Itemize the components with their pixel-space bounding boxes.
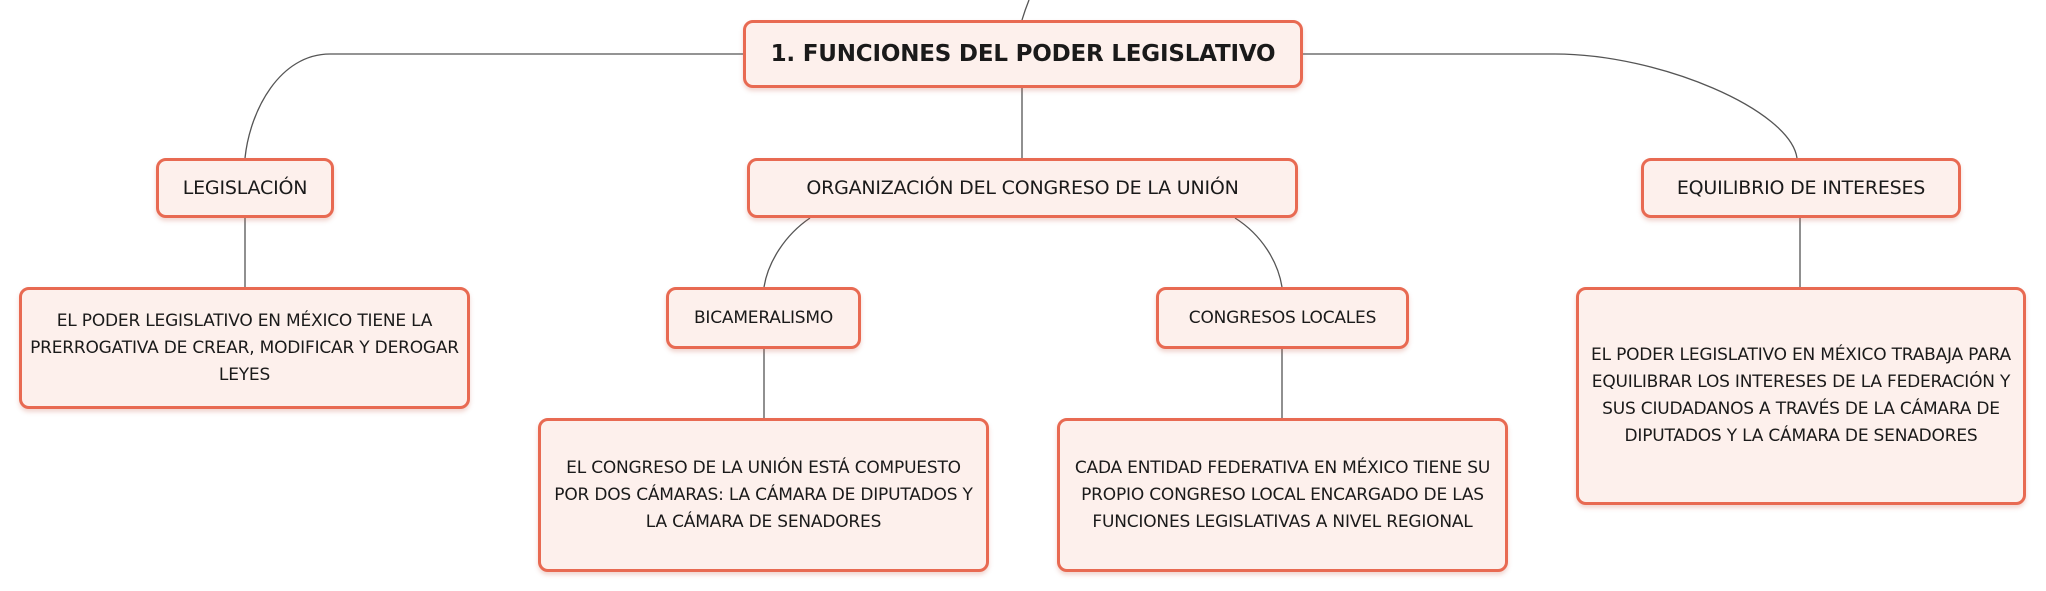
subtopic-node-bicameralismo[interactable]: BICAMERALISMO (666, 287, 861, 349)
connector-organizacion-congresos (1234, 217, 1283, 288)
connector-root-parent (1021, 0, 1030, 21)
subtopic-node-congresos-locales[interactable]: CONGRESOS LOCALES (1156, 287, 1409, 349)
topic-node-legislacion[interactable]: LEGISLACIÓN (156, 158, 334, 218)
connector-root-equilibrio (1303, 53, 1798, 159)
description-node-congresos-locales[interactable]: CADA ENTIDAD FEDERATIVA EN MÉXICO TIENE … (1057, 418, 1508, 572)
connector-root-legislacion (244, 53, 743, 159)
topic-node-equilibrio[interactable]: EQUILIBRIO DE INTERESES (1641, 158, 1961, 218)
description-text-bicameralismo: EL CONGRESO DE LA UNIÓN ESTÁ COMPUESTO P… (554, 457, 973, 532)
topic-node-organizacion[interactable]: ORGANIZACIÓN DEL CONGRESO DE LA UNIÓN (747, 158, 1298, 218)
topic-label-legislacion: LEGISLACIÓN (182, 177, 308, 199)
description-node-equilibrio[interactable]: EL PODER LEGISLATIVO EN MÉXICO TRABAJA P… (1576, 287, 2026, 505)
subtopic-label-bicameralismo: BICAMERALISMO (693, 308, 834, 328)
subtopic-label-congresos-locales: CONGRESOS LOCALES (1188, 308, 1377, 328)
root-node[interactable]: 1. FUNCIONES DEL PODER LEGISLATIVO (743, 20, 1303, 88)
connector-organizacion-bicameralismo (763, 217, 811, 288)
description-node-legislacion[interactable]: EL PODER LEGISLATIVO EN MÉXICO TIENE LA … (19, 287, 470, 409)
description-text-equilibrio: EL PODER LEGISLATIVO EN MÉXICO TRABAJA P… (1591, 345, 2011, 446)
root-label: 1. FUNCIONES DEL PODER LEGISLATIVO (770, 41, 1276, 67)
description-text-legislacion: EL PODER LEGISLATIVO EN MÉXICO TIENE LA … (30, 310, 459, 385)
description-node-bicameralismo[interactable]: EL CONGRESO DE LA UNIÓN ESTÁ COMPUESTO P… (538, 418, 989, 572)
topic-label-equilibrio: EQUILIBRIO DE INTERESES (1676, 177, 1926, 199)
topic-label-organizacion: ORGANIZACIÓN DEL CONGRESO DE LA UNIÓN (806, 177, 1239, 199)
description-text-congresos-locales: CADA ENTIDAD FEDERATIVA EN MÉXICO TIENE … (1074, 457, 1491, 532)
